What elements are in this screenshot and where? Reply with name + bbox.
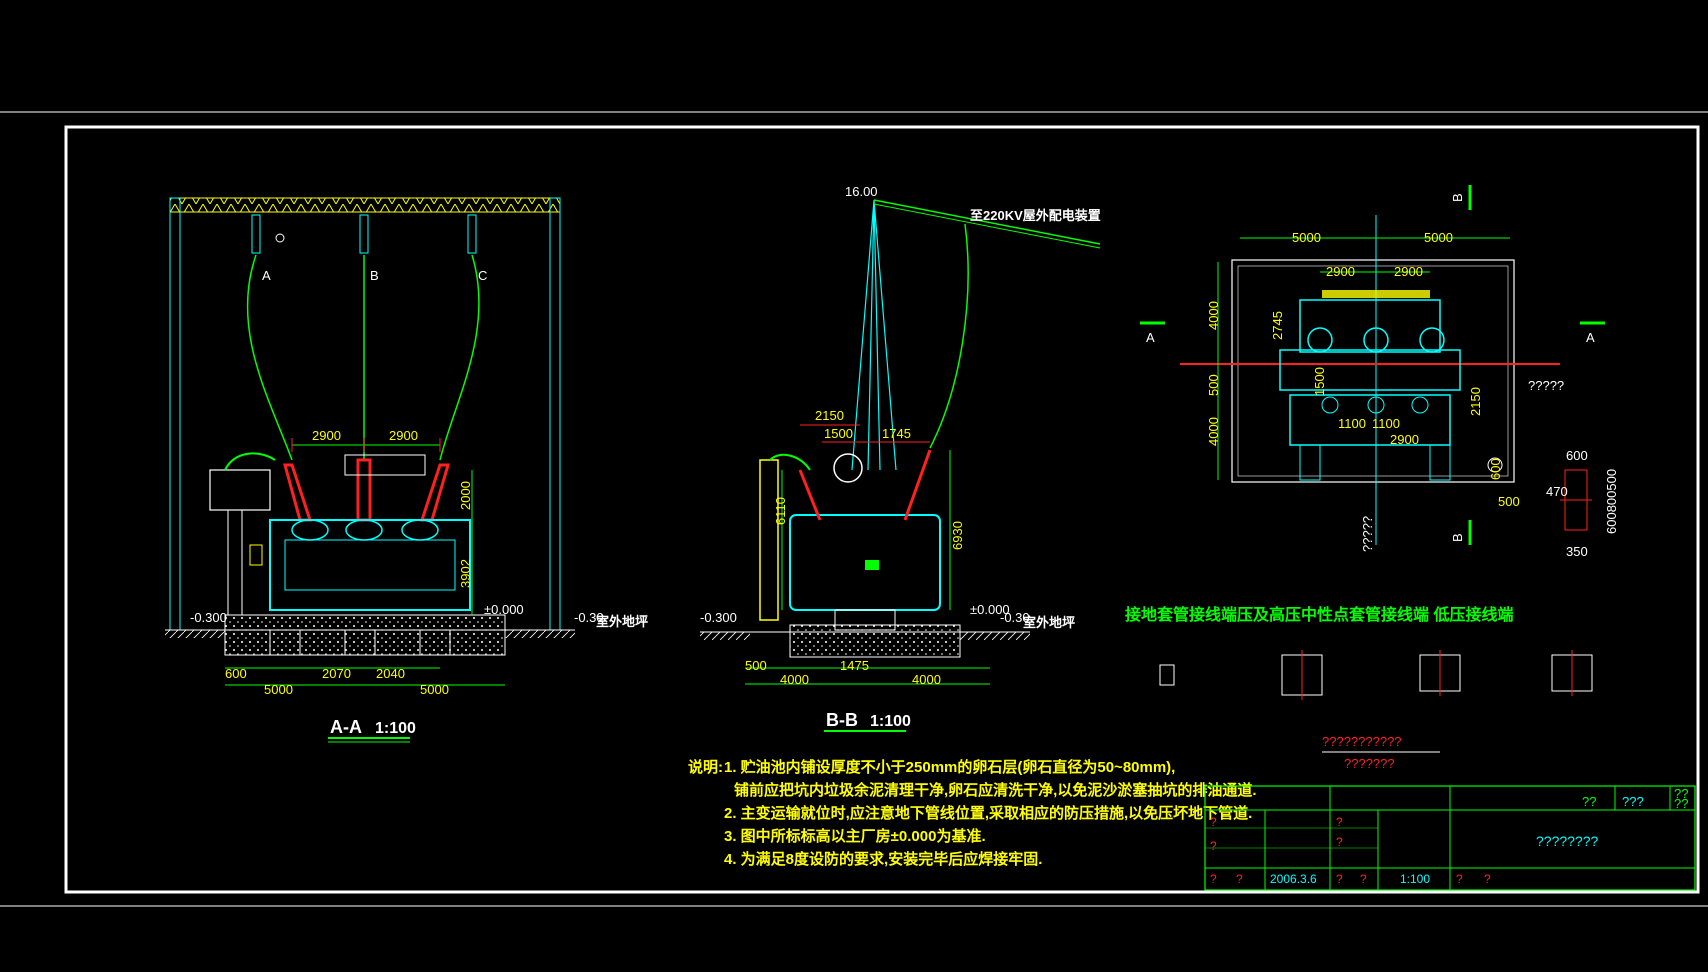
plan-q-bottom: ????? xyxy=(1360,516,1375,552)
tb-q-f: ? xyxy=(1336,835,1343,849)
tb-date: 2006.3.6 xyxy=(1270,872,1317,886)
plan-dim-500: 500 xyxy=(1206,374,1221,396)
aa-ground-label: 室外地坪 xyxy=(596,614,648,629)
notes-line3: 3. 图中所标标高以主厂房±0.000为基准. xyxy=(724,827,986,845)
notes-line2: 2. 主变运输就位时,应注意地下管线位置,采取相应的防压措施,以免压坏地下管道. xyxy=(724,804,1252,822)
aa-dim-5000-right: 5000 xyxy=(420,682,449,697)
tb-q-j: ? xyxy=(1484,872,1491,886)
tb-cell-q3: ?? xyxy=(1674,786,1688,801)
plan-dim-1100-left: 1100 xyxy=(1338,416,1366,431)
aa-dim-600: 600 xyxy=(225,666,247,681)
transformer-tank-aa xyxy=(269,519,471,611)
tb-q-d: ? xyxy=(1236,872,1243,886)
notes-line4: 4. 为满足8度设防的要求,安装完毕后应焊接牢固. xyxy=(724,850,1042,868)
bb-scale: 1:100 xyxy=(870,713,911,730)
gantry-col-left xyxy=(169,197,181,631)
drawing-border xyxy=(64,125,1700,894)
plan-detail-vertical: 600800500 xyxy=(1604,469,1619,534)
phase-c-label: C xyxy=(478,268,487,283)
aa-elev-left: -0.300 xyxy=(190,610,227,625)
plan-dim-2900-right: 2900 xyxy=(1394,264,1423,279)
bb-top-elev: 16.00 xyxy=(845,184,878,199)
section-aa: A B C 2900 2900 2000 3902 xyxy=(165,197,648,743)
plan-label-b-bottom: B xyxy=(1450,533,1465,542)
details-q-title: ??????????? xyxy=(1322,734,1402,749)
title-block: ?? ??? ?? ?? ???????? 2006.3.6 1:100 ? ?… xyxy=(1204,785,1696,891)
plan-dim-5000-right: 5000 xyxy=(1424,230,1453,245)
plan-oil-pit xyxy=(1231,259,1515,483)
bb-dim-500: 500 xyxy=(745,658,767,673)
aa-dim-2900-right: 2900 xyxy=(389,428,418,443)
notes-prefix: 说明: xyxy=(688,758,723,776)
tb-drawing-name: ???????? xyxy=(1536,833,1599,849)
bb-elev-right: -0.30 xyxy=(1000,610,1030,625)
tb-q-h: ? xyxy=(1360,872,1367,886)
aa-dim-2040: 2040 xyxy=(376,666,405,681)
plan-dim-2150: 2150 xyxy=(1468,387,1483,416)
aa-dim-2000: 2000 xyxy=(458,481,473,510)
aa-scale: 1:100 xyxy=(375,720,416,737)
bb-dim-2150: 2150 xyxy=(815,408,844,423)
plan-detail-350: 350 xyxy=(1566,544,1588,559)
notes: 说明: 1. 贮油池内铺设厚度不小于250mm的卵石层(卵石直径为50~80mm… xyxy=(688,758,1257,868)
bb-dim-1500: 1500 xyxy=(824,426,853,441)
tb-cell-q1: ?? xyxy=(1582,794,1596,809)
tb-q-c: ? xyxy=(1210,872,1217,886)
tb-scale: 1:100 xyxy=(1400,872,1430,886)
aa-elev-zero: ±0.000 xyxy=(484,602,524,617)
plan-dim-2745: 2745 xyxy=(1270,311,1285,340)
bb-title: B-B xyxy=(826,710,858,730)
plan-label-a-right: A xyxy=(1586,330,1595,345)
plan-dim-4000-top: 4000 xyxy=(1206,301,1221,330)
plan-dim-1500: 1500 xyxy=(1312,367,1327,396)
bb-dim-1745: 1745 xyxy=(882,426,911,441)
section-bb: 16.00 至220KV屋外配电装置 2150 1500 1745 6110 6… xyxy=(700,184,1101,732)
plan-dim-1100-right: 1100 xyxy=(1372,416,1400,431)
tb-q-g: ? xyxy=(1336,872,1343,886)
plan-detail-600: 600 xyxy=(1566,448,1588,463)
terminal-details: 接地套管接线端压及高压中性点套管接线端 低压接线端 ??????????? ??… xyxy=(1125,605,1593,771)
notes-line1: 1. 贮油池内铺设厚度不小于250mm的卵石层(卵石直径为50~80mm), xyxy=(724,758,1175,776)
bb-dim-4000-left: 4000 xyxy=(780,672,809,687)
notes-line1b: 铺前应把坑内垃圾余泥清理干净,卵石应清洗干净,以免泥沙淤塞抽坑的排油通道. xyxy=(734,781,1257,799)
bb-dim-4000-right: 4000 xyxy=(912,672,941,687)
plan-label-a-left: A xyxy=(1146,330,1155,345)
tb-q-e: ? xyxy=(1336,815,1343,829)
bb-dim-1475: 1475 xyxy=(840,658,869,673)
aa-dim-2070: 2070 xyxy=(322,666,351,681)
plan-view: B B A A 5000 5000 2900 2900 4000 500 400… xyxy=(1140,185,1619,559)
details-heading: 接地套管接线端压及高压中性点套管接线端 低压接线端 xyxy=(1125,605,1513,624)
aa-dim-2900-left: 2900 xyxy=(312,428,341,443)
plan-detail-470: 470 xyxy=(1546,484,1568,499)
gantry-col-right xyxy=(549,197,561,631)
details-q-sub: ??????? xyxy=(1344,756,1395,771)
bb-to-220kv: 至220KV屋外配电装置 xyxy=(970,208,1101,223)
aa-dim-5000-left: 5000 xyxy=(264,682,293,697)
aa-title: A-A xyxy=(330,717,362,737)
plan-dim-500-side: 500 xyxy=(1498,494,1520,509)
plan-dim-600-side: 600 xyxy=(1488,458,1503,480)
gantry-beam xyxy=(169,197,561,213)
plan-label-b-top: B xyxy=(1450,193,1465,202)
bb-elev-zero: ±0.000 xyxy=(970,602,1010,617)
tb-cell-q4: ?? xyxy=(1674,796,1688,811)
plan-q-right: ????? xyxy=(1528,378,1564,393)
tb-q-a: ? xyxy=(1210,815,1217,829)
aa-elev-right: -0.30 xyxy=(574,610,604,625)
tb-q-i: ? xyxy=(1456,872,1463,886)
bb-dim-6110: 6110 xyxy=(773,497,788,525)
bb-ground-label: 室外地坪 xyxy=(1023,615,1075,630)
tb-q-b: ? xyxy=(1210,839,1217,853)
bb-elev-left: -0.300 xyxy=(700,610,737,625)
tb-cell-q2: ??? xyxy=(1622,794,1644,809)
bb-dim-6930: 6930 xyxy=(950,521,965,550)
phase-b-label: B xyxy=(370,268,379,283)
plan-dim-2900-left: 2900 xyxy=(1326,264,1355,279)
plan-dim-5000-left: 5000 xyxy=(1292,230,1321,245)
plan-dim-2900-bottom: 2900 xyxy=(1390,432,1419,447)
aa-dim-3902: 3902 xyxy=(458,559,473,588)
phase-a-label: A xyxy=(262,268,271,283)
plan-dim-4000-bot: 4000 xyxy=(1206,417,1221,446)
